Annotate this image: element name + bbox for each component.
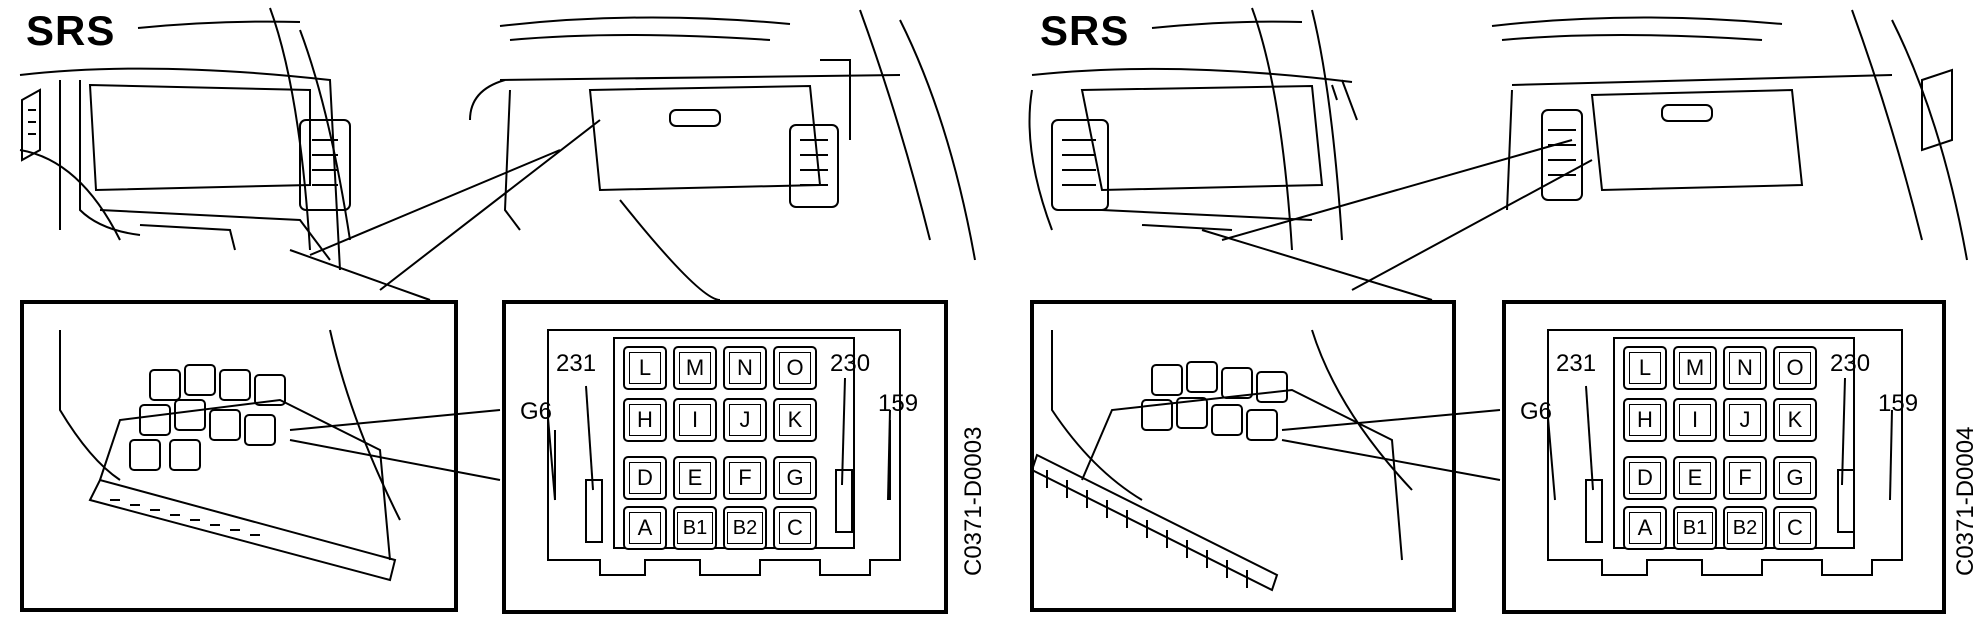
label-231: 231: [556, 350, 597, 377]
label-159: 159: [878, 390, 919, 417]
fuse-A: A: [623, 506, 667, 550]
fuse-M: M: [673, 346, 717, 390]
dashboard-illustration: [1028, 7, 1968, 614]
label-230: 230: [830, 350, 871, 377]
srs-title: SRS: [1040, 7, 1130, 54]
fuse-C: C: [1773, 506, 1817, 550]
fuse-B1: B1: [673, 506, 717, 550]
fuse-H: H: [1623, 398, 1667, 442]
fuse-E: E: [1673, 456, 1717, 500]
fuse-M: M: [1673, 346, 1717, 390]
label-g6: G6: [520, 398, 553, 425]
srs-title: SRS: [26, 7, 116, 54]
fuse-D: D: [1623, 456, 1667, 500]
diagram-panel-left: SRS: [19, 7, 987, 614]
fuse-I: I: [673, 398, 717, 442]
fuse-L: L: [1623, 346, 1667, 390]
dashboard-illustration: [19, 7, 976, 614]
fuse-I: I: [1673, 398, 1717, 442]
fuse-H: H: [623, 398, 667, 442]
fuse-K: K: [773, 398, 817, 442]
fuse-O: O: [1773, 346, 1817, 390]
fuse-G: G: [773, 456, 817, 500]
fuse-B2: B2: [1723, 506, 1767, 550]
fuse-E: E: [673, 456, 717, 500]
fuse-B2: B2: [723, 506, 767, 550]
fuse-F: F: [723, 456, 767, 500]
label-g6: G6: [1520, 398, 1553, 425]
fuse-F: F: [1723, 456, 1767, 500]
figure-code: C0371-D0003: [960, 426, 987, 576]
fuse-A: A: [1623, 506, 1667, 550]
fuse-L: L: [623, 346, 667, 390]
fuse-N: N: [1723, 346, 1767, 390]
label-230: 230: [1830, 350, 1871, 377]
fuse-O: O: [773, 346, 817, 390]
fuse-G: G: [1773, 456, 1817, 500]
diagram-panel-right: SRS: [992, 0, 1984, 640]
fuse-D: D: [623, 456, 667, 500]
fuse-J: J: [1723, 398, 1767, 442]
fuse-B1: B1: [1673, 506, 1717, 550]
fuse-N: N: [723, 346, 767, 390]
label-159: 159: [1878, 390, 1919, 417]
figure-code: C0371-D0004: [1952, 426, 1979, 576]
fuse-J: J: [723, 398, 767, 442]
fuse-K: K: [1773, 398, 1817, 442]
fuse-C: C: [773, 506, 817, 550]
label-231: 231: [1556, 350, 1597, 377]
